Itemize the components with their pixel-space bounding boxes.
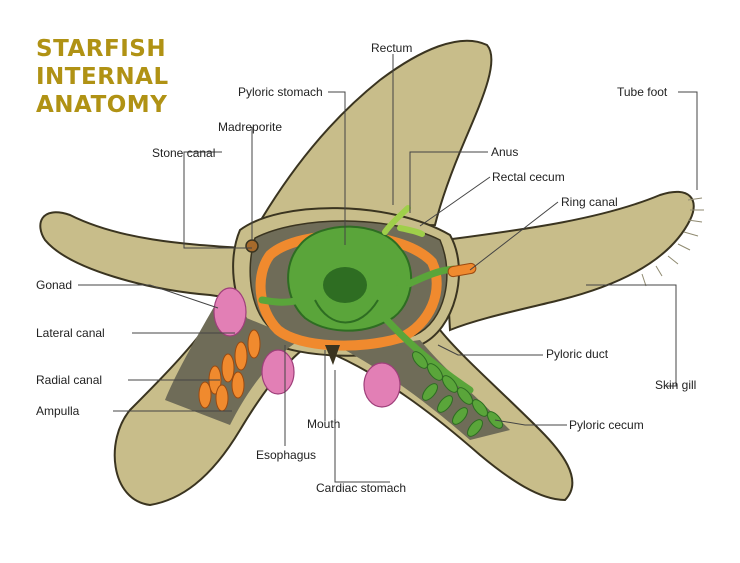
mouth-shape	[325, 345, 340, 365]
ring-canal-bar	[447, 262, 477, 278]
pyloric-cecum-shapes	[412, 351, 503, 437]
label-skin-gill: Skin gill	[655, 378, 697, 392]
label-anus: Anus	[491, 145, 519, 159]
label-rectum: Rectum	[371, 41, 413, 55]
label-ring-canal: Ring canal	[561, 195, 618, 209]
label-madreporite: Madreporite	[218, 120, 283, 134]
gonad-left-shape	[213, 287, 247, 337]
label-stone-canal: Stone canal	[152, 146, 216, 160]
label-lateral-canal: Lateral canal	[36, 326, 105, 340]
tube-feet-fringe	[641, 197, 704, 287]
gonad-lower-right-shape	[363, 362, 401, 408]
label-esophagus: Esophagus	[256, 448, 317, 462]
label-rectal-cecum: Rectal cecum	[492, 170, 565, 184]
pyloric-stomach-shape	[287, 225, 413, 332]
label-pyloric-duct: Pyloric duct	[546, 347, 609, 361]
madreporite-shape	[245, 239, 259, 253]
label-ampulla: Ampulla	[36, 404, 80, 418]
label-pyloric-cecum: Pyloric cecum	[569, 418, 644, 432]
arm-top	[253, 39, 493, 232]
title-line-3: ANATOMY	[36, 92, 168, 118]
label-pyloric-stomach: Pyloric stomach	[238, 85, 323, 99]
rectal-cecum-shape	[382, 205, 425, 237]
label-gonad: Gonad	[36, 278, 73, 292]
gonad-lower-left-shape	[261, 349, 295, 395]
label-mouth: Mouth	[307, 417, 341, 431]
label-tube-foot: Tube foot	[617, 85, 668, 99]
leader-lines	[78, 54, 698, 483]
ampullae-shapes	[198, 329, 261, 412]
label-radial-canal: Radial canal	[36, 373, 103, 387]
title-line-1: STARFISH	[36, 36, 167, 62]
label-cardiac-stomach: Cardiac stomach	[316, 481, 407, 495]
title-line-2: INTERNAL	[36, 64, 169, 90]
